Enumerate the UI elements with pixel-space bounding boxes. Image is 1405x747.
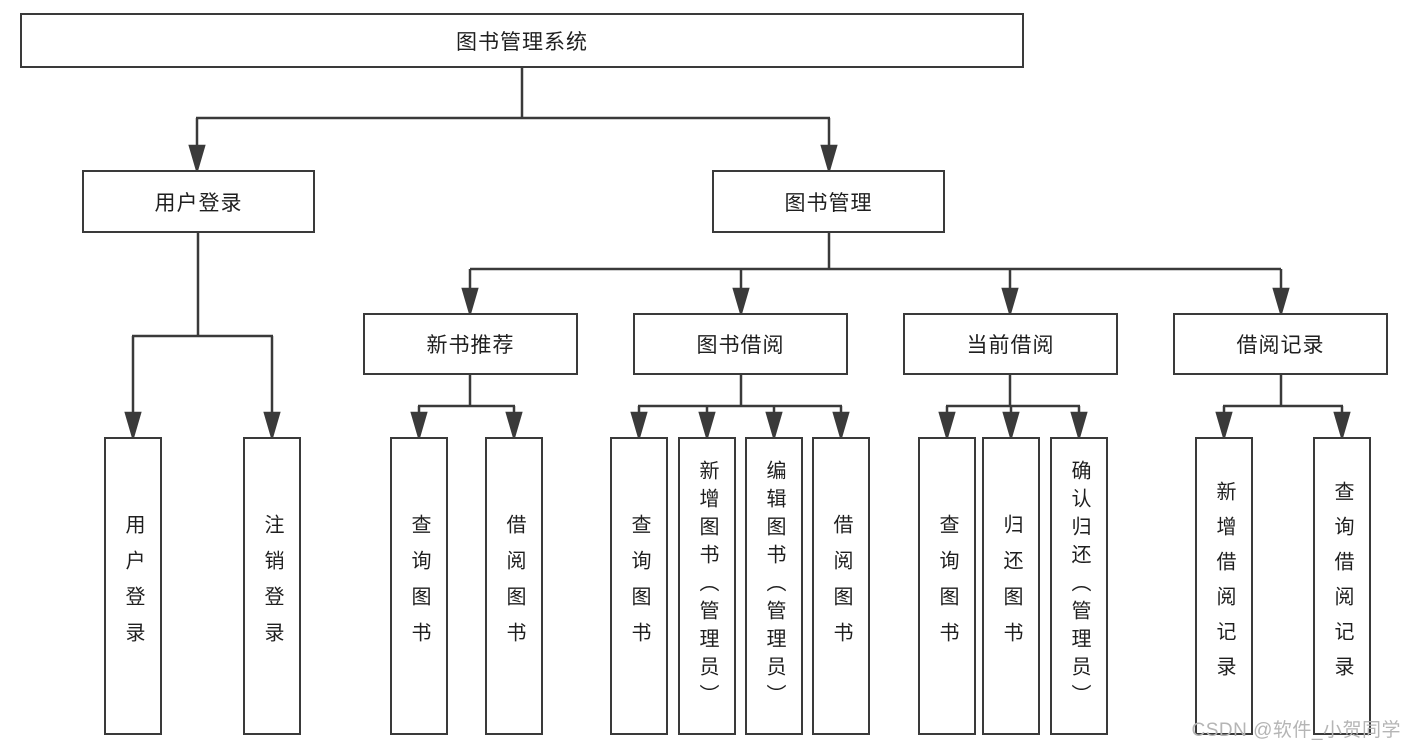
node-root: 图书管理系统 bbox=[20, 13, 1024, 68]
leaf-edit-book-admin: 编辑图书（管理员） bbox=[745, 437, 803, 735]
leaf-add-borrow-record: 新增借阅记录 bbox=[1195, 437, 1253, 735]
leaf-borrow-book-recommend: 借阅图书 bbox=[485, 437, 543, 735]
leaf-label: 用户登录 bbox=[122, 514, 144, 658]
arrowhead-down-icon bbox=[461, 287, 479, 318]
arrowhead-down-icon bbox=[1070, 411, 1088, 442]
node-root-label: 图书管理系统 bbox=[456, 30, 588, 54]
leaf-borrow-book: 借阅图书 bbox=[812, 437, 870, 735]
arrowhead-down-icon bbox=[832, 411, 850, 442]
leaf-query-book-recommend: 查询图书 bbox=[390, 437, 448, 735]
arrowhead-down-icon bbox=[263, 411, 281, 442]
leaf-label: 查询图书 bbox=[408, 514, 430, 658]
arrowhead-down-icon bbox=[505, 411, 523, 442]
leaf-label: 归还图书 bbox=[1000, 514, 1022, 658]
arrowhead-down-icon bbox=[698, 411, 716, 442]
arrowhead-down-icon bbox=[124, 411, 142, 442]
node-label: 图书管理 bbox=[784, 191, 873, 215]
arrowhead-down-icon bbox=[188, 144, 206, 175]
arrowhead-down-icon bbox=[410, 411, 428, 442]
arrowhead-down-icon bbox=[1002, 411, 1020, 442]
node-user-login-branch: 用户登录 bbox=[82, 170, 315, 233]
arrowhead-down-icon bbox=[938, 411, 956, 442]
leaf-label: 借阅图书 bbox=[830, 514, 852, 658]
csdn-watermark: CSDN @软件_小贺同学 bbox=[1191, 720, 1401, 741]
leaf-label: 借阅图书 bbox=[503, 514, 525, 658]
arrowhead-down-icon bbox=[1001, 287, 1019, 318]
leaf-label: 查询图书 bbox=[936, 514, 958, 658]
leaf-confirm-return-admin: 确认归还（管理员） bbox=[1050, 437, 1108, 735]
node-book-borrowing: 图书借阅 bbox=[633, 313, 848, 375]
node-label: 用户登录 bbox=[154, 191, 243, 215]
leaf-logout: 注销登录 bbox=[243, 437, 301, 735]
node-label: 新书推荐 bbox=[426, 334, 515, 357]
leaf-query-borrow-record: 查询借阅记录 bbox=[1313, 437, 1371, 735]
node-current-borrowing: 当前借阅 bbox=[903, 313, 1118, 375]
leaf-label: 注销登录 bbox=[261, 514, 283, 658]
arrowhead-down-icon bbox=[732, 287, 750, 318]
node-new-book-recommendation: 新书推荐 bbox=[363, 313, 578, 375]
node-borrowing-records: 借阅记录 bbox=[1173, 313, 1388, 375]
leaf-label: 编辑图书（管理员） bbox=[763, 460, 785, 712]
leaf-query-book-current: 查询图书 bbox=[918, 437, 976, 735]
leaf-return-book: 归还图书 bbox=[982, 437, 1040, 735]
leaf-query-book-borrow: 查询图书 bbox=[610, 437, 668, 735]
arrowhead-down-icon bbox=[1272, 287, 1290, 318]
leaf-label: 查询借阅记录 bbox=[1331, 481, 1353, 691]
arrowhead-down-icon bbox=[1333, 411, 1351, 442]
node-label: 当前借阅 bbox=[966, 334, 1055, 357]
leaf-label: 确认归还（管理员） bbox=[1068, 460, 1090, 712]
node-label: 图书借阅 bbox=[696, 334, 785, 357]
node-label: 借阅记录 bbox=[1236, 334, 1325, 357]
leaf-user-login: 用户登录 bbox=[104, 437, 162, 735]
leaf-label: 新增图书（管理员） bbox=[696, 460, 718, 712]
arrowhead-down-icon bbox=[1215, 411, 1233, 442]
leaf-add-book-admin: 新增图书（管理员） bbox=[678, 437, 736, 735]
arrowhead-down-icon bbox=[630, 411, 648, 442]
node-book-management: 图书管理 bbox=[712, 170, 945, 233]
leaf-label: 新增借阅记录 bbox=[1213, 481, 1235, 691]
arrowhead-down-icon bbox=[820, 144, 838, 175]
leaf-label: 查询图书 bbox=[628, 514, 650, 658]
arrowhead-down-icon bbox=[765, 411, 783, 442]
